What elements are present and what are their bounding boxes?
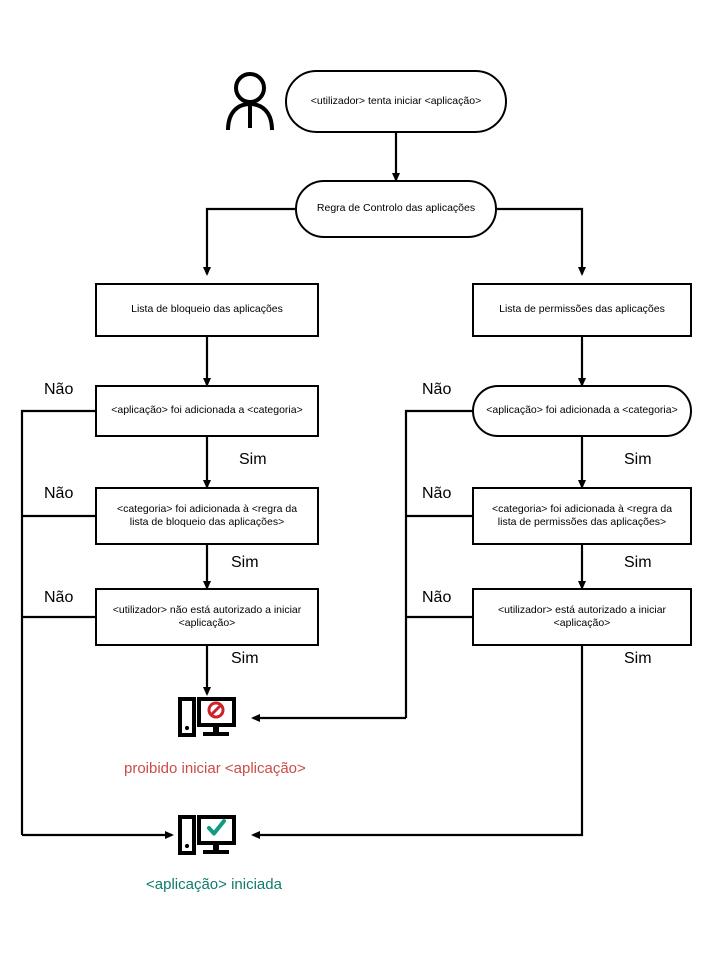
- edge-label-right-yes-1: Sim: [624, 451, 652, 468]
- edge-label-left-no-3: Não: [44, 589, 74, 606]
- node-user-authorized-label: <utilizador> está autorizado a iniciar <…: [488, 604, 676, 630]
- node-left-app-added-to-category: <aplicação> foi adicionada a <categoria>: [95, 385, 319, 437]
- edge-right-yes-to-allowed-icon: [251, 646, 584, 839]
- outcome-denied-label: proibido iniciar <aplicação>: [124, 760, 306, 777]
- node-start-label: <utilizador> tenta iniciar <aplicação>: [310, 94, 482, 107]
- edge-left-no-1: [20, 409, 95, 835]
- edge-label-right-no-3: Não: [422, 589, 452, 606]
- node-right-category-rule-line1: <categoria> foi adicionada à <regra da: [491, 502, 673, 515]
- edge-rule-to-denylist: [203, 207, 295, 276]
- node-left-category-rule-label: <categoria> foi adicionada à <regra da l…: [107, 503, 307, 529]
- edge-right-no-1: [404, 409, 472, 718]
- edge-label-right-yes-3: Sim: [624, 650, 652, 667]
- edge-label-left-yes-1: Sim: [239, 451, 267, 468]
- node-application-control-rule: Regra de Controlo das aplicações: [295, 180, 497, 238]
- node-allowed-applications-list: Lista de permissões das aplicações: [472, 283, 692, 337]
- node-right-category-added-to-rule: <categoria> foi adicionada à <regra da l…: [472, 487, 692, 545]
- node-allowed-list-label: Lista de permissões das aplicações: [499, 303, 665, 316]
- node-user-not-authorized-line1: <utilizador> não está autorizado a inici…: [112, 603, 302, 616]
- node-user-not-authorized: <utilizador> não está autorizado a inici…: [95, 588, 319, 646]
- computer-allowed-icon: [178, 814, 236, 865]
- node-user-authorized-line2: <aplicação>: [553, 617, 611, 629]
- node-start-user-attempts-launch: <utilizador> tenta iniciar <aplicação>: [285, 70, 507, 133]
- computer-blocked-icon: [178, 696, 236, 747]
- edge-label-left-yes-3: Sim: [231, 650, 259, 667]
- node-user-not-authorized-label: <utilizador> não está autorizado a inici…: [103, 604, 312, 630]
- edge-label-left-no-1: Não: [44, 381, 74, 398]
- edge-label-left-no-2: Não: [44, 485, 74, 502]
- node-right-app-category-label: <aplicação> foi adicionada a <categoria>: [486, 404, 678, 417]
- edge-label-right-no-2: Não: [422, 485, 452, 502]
- edge-label-left-yes-2: Sim: [231, 554, 259, 571]
- node-rule-label: Regra de Controlo das aplicações: [316, 202, 476, 215]
- edge-rule-to-allowlist: [497, 207, 586, 276]
- outcome-allowed-label: <aplicação> iniciada: [146, 876, 282, 893]
- node-denied-list-label: Lista de bloqueio das aplicações: [131, 303, 283, 316]
- node-user-not-authorized-line2: <aplicação>: [178, 617, 236, 629]
- node-user-authorized-line1: <utilizador> está autorizado a iniciar: [497, 603, 667, 616]
- node-right-category-rule-label: <categoria> foi adicionada à <regra da l…: [482, 503, 682, 529]
- node-right-category-rule-line2: lista de permissões das aplicações>: [497, 516, 667, 528]
- node-left-category-rule-line1: <categoria> foi adicionada à <regra da: [116, 502, 298, 515]
- node-right-app-added-to-category: <aplicação> foi adicionada a <categoria>: [472, 385, 692, 437]
- node-left-app-category-label: <aplicação> foi adicionada a <categoria>: [111, 404, 303, 417]
- node-left-category-rule-line2: lista de bloqueio das aplicações>: [129, 516, 285, 528]
- edge-label-right-no-1: Não: [422, 381, 452, 398]
- node-user-authorized: <utilizador> está autorizado a iniciar <…: [472, 588, 692, 646]
- user-actor-icon: [222, 70, 278, 137]
- node-left-category-added-to-rule: <categoria> foi adicionada à <regra da l…: [95, 487, 319, 545]
- node-denied-applications-list: Lista de bloqueio das aplicações: [95, 283, 319, 337]
- edge-label-right-yes-2: Sim: [624, 554, 652, 571]
